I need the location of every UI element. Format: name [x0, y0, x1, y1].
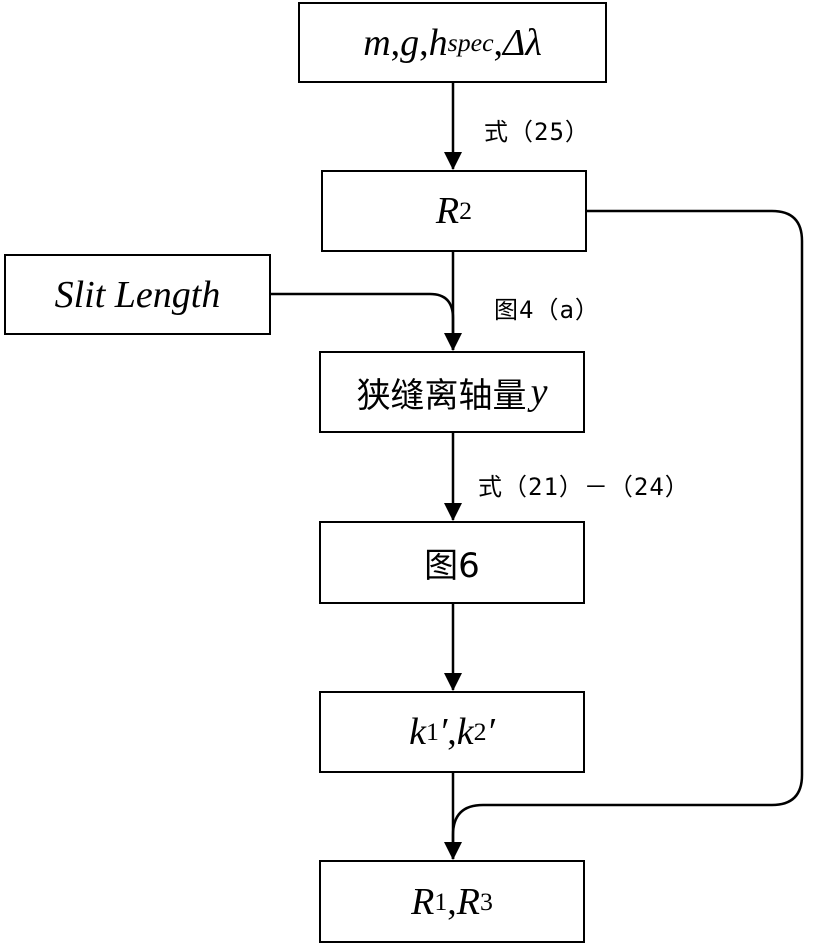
- param-delta-lambda: Δλ: [503, 21, 542, 64]
- arrowhead-params-to-r2: [444, 152, 462, 170]
- offaxis-variable: y: [530, 371, 548, 413]
- param-m: m: [363, 21, 391, 64]
- k-separator: ,: [447, 711, 457, 753]
- r13-separator: ,: [447, 880, 457, 923]
- k1-prime: ′: [438, 711, 448, 753]
- arrow-r2-loop-to-r13: [451, 209, 804, 859]
- arrow-slit-to-offaxis: [270, 292, 455, 350]
- k2-symbol: k: [456, 711, 474, 753]
- k2-prime: ′: [486, 711, 495, 753]
- edge-label-eq25: 式（25）: [484, 118, 590, 146]
- r2-symbol: R: [435, 190, 460, 232]
- fig6-label: 图6: [424, 546, 480, 586]
- offaxis-label: 狭缝离轴量: [356, 375, 527, 416]
- r1-symbol: R: [411, 880, 435, 923]
- sep-3: ,: [493, 21, 504, 64]
- sep-2: ,: [419, 21, 429, 64]
- param-g: g: [400, 21, 420, 64]
- arrowhead-to-offaxis: [444, 333, 462, 351]
- edge-label-eq21-24: 式（21）－（24）: [478, 473, 690, 501]
- r3-symbol: R: [456, 880, 480, 923]
- arrowhead-offaxis-to-fig6: [444, 503, 462, 521]
- param-h: h: [428, 21, 448, 64]
- k1-symbol: k: [409, 711, 427, 753]
- edge-label-fig4a: 图4（a）: [494, 296, 600, 324]
- arrowhead-to-r13: [444, 842, 462, 860]
- arrowhead-fig6-to-k: [444, 673, 462, 691]
- sep-1: ,: [390, 21, 401, 64]
- slit-length-label: Slit Length: [54, 273, 221, 316]
- fig6-box: 图6: [319, 521, 585, 604]
- slit-length-box: Slit Length: [4, 254, 271, 335]
